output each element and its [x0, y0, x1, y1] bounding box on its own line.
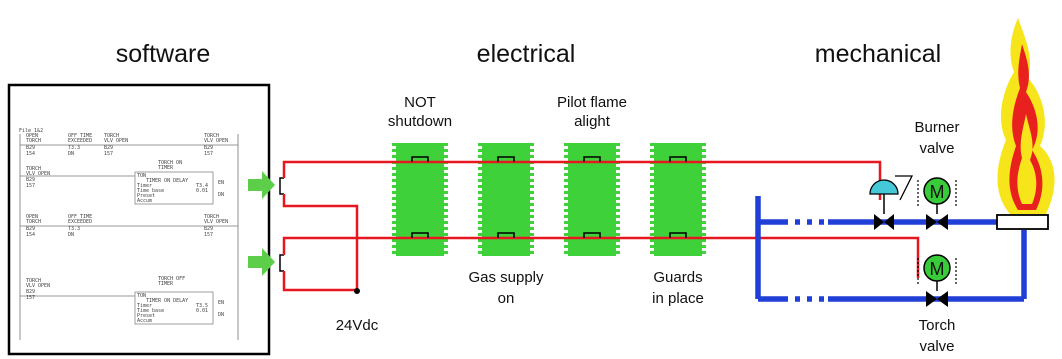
svg-text:VLV OPEN: VLV OPEN	[104, 138, 128, 144]
svg-text:VLV OPEN: VLV OPEN	[26, 283, 50, 289]
svg-text:TIMER: TIMER	[158, 165, 174, 171]
label-not: NOT	[404, 94, 436, 111]
burner-nozzle	[996, 214, 1049, 230]
svg-text:EXCEEDED: EXCEEDED	[68, 138, 92, 144]
svg-text:TORCH: TORCH	[26, 219, 41, 225]
label-in-place: in place	[652, 290, 704, 307]
svg-text:157: 157	[104, 151, 113, 157]
ladder-file-label: File 1&2	[19, 128, 43, 134]
header-electrical: electrical	[477, 40, 576, 68]
svg-text:B29: B29	[104, 145, 113, 151]
svg-text:T3.5: T3.5	[196, 303, 208, 309]
plc-ladder-panel: File 1&2 OPEN TORCH B29 154 OFF TIME EXC…	[7, 83, 271, 356]
svg-text:EN: EN	[218, 300, 224, 306]
svg-text:DN: DN	[68, 232, 74, 238]
contacts-bottom	[411, 232, 687, 238]
ladder-rung-2: TORCH VLV OPEN B29 157 TORCH ON TIMER TO…	[20, 160, 224, 205]
burner-motor-letter: M	[930, 182, 945, 202]
svg-text:TIMER ON DELAY: TIMER ON DELAY	[146, 298, 188, 304]
torch-valve	[917, 258, 957, 307]
svg-text:DN: DN	[218, 312, 224, 318]
svg-text:OFF TIME: OFF TIME	[68, 214, 92, 220]
svg-text:OPEN: OPEN	[26, 214, 38, 220]
svg-text:154: 154	[26, 151, 35, 157]
svg-text:B29: B29	[26, 226, 35, 232]
label-torch: Torch	[919, 317, 956, 334]
svg-text:157: 157	[26, 295, 35, 301]
svg-text:B29: B29	[204, 226, 213, 232]
svg-text:B29: B29	[26, 145, 35, 151]
svg-text:B29: B29	[26, 289, 35, 295]
contacts-top	[411, 156, 687, 162]
header-software: software	[116, 40, 210, 68]
svg-text:TORCH OFF: TORCH OFF	[158, 276, 185, 282]
svg-text:EN: EN	[218, 180, 224, 186]
svg-text:T3.3: T3.3	[68, 145, 80, 151]
header-mechanical: mechanical	[815, 40, 941, 68]
svg-text:TORCH: TORCH	[26, 166, 41, 172]
output-arrow-icon-1	[248, 171, 275, 199]
svg-text:TON: TON	[137, 173, 146, 179]
svg-text:Accum: Accum	[137, 198, 152, 204]
svg-text:0.01: 0.01	[196, 308, 208, 314]
label-burner-valve: valve	[919, 140, 954, 157]
gas-piping	[755, 196, 1027, 302]
svg-text:Timer: Timer	[137, 183, 152, 189]
svg-text:Preset: Preset	[137, 193, 155, 199]
label-guards: Guards	[653, 269, 702, 286]
label-burner: Burner	[914, 119, 959, 136]
label-torch-valve: valve	[919, 338, 954, 355]
svg-text:TIMER ON DELAY: TIMER ON DELAY	[146, 178, 188, 184]
svg-text:157: 157	[204, 232, 213, 238]
svg-text:TIMER: TIMER	[158, 281, 174, 287]
svg-text:Preset: Preset	[137, 313, 155, 319]
svg-text:T3.3: T3.3	[68, 226, 80, 232]
svg-text:B29: B29	[204, 145, 213, 151]
flame-icon	[997, 18, 1055, 214]
svg-text:VLV OPEN: VLV OPEN	[204, 219, 228, 225]
svg-text:154: 154	[26, 232, 35, 238]
output-arrow-icon-2	[248, 248, 275, 276]
svg-text:B29: B29	[26, 177, 35, 183]
svg-text:TORCH: TORCH	[104, 133, 119, 139]
svg-text:Timer: Timer	[137, 303, 152, 309]
svg-text:0.01: 0.01	[196, 188, 208, 194]
label-alight: alight	[574, 113, 611, 130]
label-on: on	[498, 290, 515, 307]
svg-text:TORCH: TORCH	[26, 138, 41, 144]
supply-terminal	[354, 288, 360, 294]
label-24vdc: 24Vdc	[336, 317, 379, 334]
svg-text:157: 157	[204, 151, 213, 157]
svg-text:Time base: Time base	[137, 308, 164, 314]
label-shutdown: shutdown	[388, 113, 452, 130]
label-gas-supply: Gas supply	[468, 269, 544, 286]
svg-text:OPEN: OPEN	[26, 133, 38, 139]
svg-text:OFF TIME: OFF TIME	[68, 133, 92, 139]
svg-text:TORCH ON: TORCH ON	[158, 160, 182, 166]
ladder-rung-1: OPEN TORCH B29 154 OFF TIME EXCEEDED T3.…	[20, 133, 238, 157]
svg-text:TON: TON	[137, 293, 146, 299]
svg-text:DN: DN	[68, 151, 74, 157]
relay-output-2	[279, 254, 284, 272]
ladder-rung-3: OPEN TORCH B29 154 OFF TIME EXCEEDED T3.…	[20, 214, 238, 238]
svg-text:157: 157	[26, 183, 35, 189]
svg-text:T3.4: T3.4	[196, 183, 208, 189]
svg-text:VLV OPEN: VLV OPEN	[26, 171, 50, 177]
ladder-rung-4: TORCH VLV OPEN B29 157 TORCH OFF TIMER T…	[20, 276, 224, 325]
pressure-actuator-icon	[869, 175, 914, 230]
svg-text:VLV OPEN: VLV OPEN	[204, 138, 228, 144]
svg-text:EXCEEDED: EXCEEDED	[68, 219, 92, 225]
svg-text:Accum: Accum	[137, 318, 152, 324]
torch-motor-icon	[923, 254, 951, 282]
torch-motor-letter: M	[930, 259, 945, 279]
svg-text:TORCH: TORCH	[26, 278, 41, 284]
label-pilot-flame: Pilot flame	[557, 94, 627, 111]
burner-motor-icon	[923, 177, 951, 205]
svg-text:TORCH: TORCH	[204, 133, 219, 139]
svg-text:Time base: Time base	[137, 188, 164, 194]
svg-text:DN: DN	[218, 192, 224, 198]
svg-text:TORCH: TORCH	[204, 214, 219, 220]
relay-output-1	[279, 177, 284, 195]
